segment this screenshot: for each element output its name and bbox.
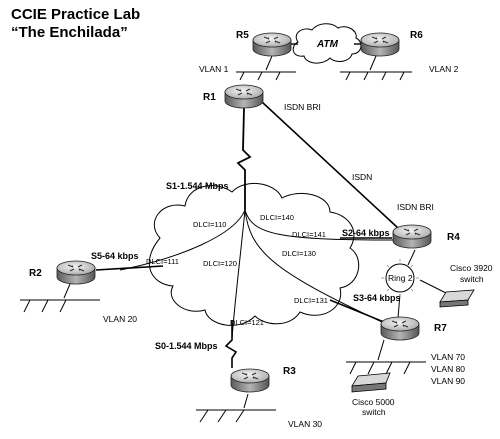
vlan1-lan [236,55,296,81]
vlan30-lan [196,393,276,423]
isdn-link [261,101,399,229]
router-r1-icon [224,84,264,109]
r7-label: R7 [434,323,447,334]
router-r2-icon [56,260,96,285]
ring-2 [381,249,453,319]
dlci-110-label: DLCI=110 [193,220,226,229]
atm-label: ATM [316,39,339,50]
cisco-5000-label: Cisco 5000 [352,397,395,407]
dlci-140-label: DLCI=140 [260,213,294,222]
isdn-link-label: ISDN [352,172,372,182]
cisco-5000-switch [351,372,391,393]
router-r3-icon [230,368,270,393]
pvc-lines [119,209,396,339]
vlan70-label: VLAN 70 [431,352,465,362]
vlan20-label: VLAN 20 [103,314,137,324]
r4-label: R4 [447,232,460,243]
r4-isdn-bri-label: ISDN BRI [397,202,434,212]
router-r7-icon [380,316,420,341]
dlci-121-label: DLCI=121 [230,318,264,327]
ring-label: Ring 2 [388,273,413,283]
s0-speed-label: S0-1.544 Mbps [155,341,218,351]
vlan80-label: VLAN 80 [431,364,465,374]
vlan90-label: VLAN 90 [431,376,465,386]
vlan1-label: VLAN 1 [199,64,229,74]
dlci-111-label: DLCI=111 [146,257,179,266]
vlan2-lan [340,55,412,81]
r5-label: R5 [236,30,249,41]
r1-label: R1 [203,92,216,103]
cisco-5000-sublabel: switch [362,407,386,417]
s1-speed-label: S1-1.544 Mbps [166,181,229,191]
s2-speed-label: S2-64 kbps [342,228,390,238]
r2-serial-link [95,265,164,271]
dlci-141-label: DLCI=141 [292,230,326,239]
s5-speed-label: S5-64 kbps [91,251,139,261]
frame-relay-cloud [148,182,360,326]
dlci-131-label: DLCI=131 [294,296,328,305]
cisco-3920-label: Cisco 3920 [450,263,493,273]
diagram-subtitle: “The Enchilada” [11,24,128,41]
r3-serial-link [224,320,238,368]
vlan2-label: VLAN 2 [429,64,459,74]
r1-isdn-bri-label: ISDN BRI [284,102,321,112]
vlan70-lan [346,339,426,375]
router-r4-icon [392,224,432,249]
r3-label: R3 [283,366,296,377]
router-r5-icon [252,32,292,57]
s3-speed-label: S3-64 kbps [353,293,401,303]
r7-serial-link [329,299,385,323]
vlan20-lan [20,283,100,313]
cisco-3920-sublabel: switch [460,274,484,284]
r1-serial-link [236,107,252,210]
r6-label: R6 [410,30,423,41]
dlci-120-label: DLCI=120 [203,259,237,268]
diagram-title: CCIE Practice Lab [11,6,140,23]
r2-label: R2 [29,268,42,279]
dlci-130-label: DLCI=130 [282,249,316,258]
router-r6-icon [360,32,400,57]
vlan30-label: VLAN 30 [288,419,322,429]
cisco-3920-switch [439,289,475,308]
